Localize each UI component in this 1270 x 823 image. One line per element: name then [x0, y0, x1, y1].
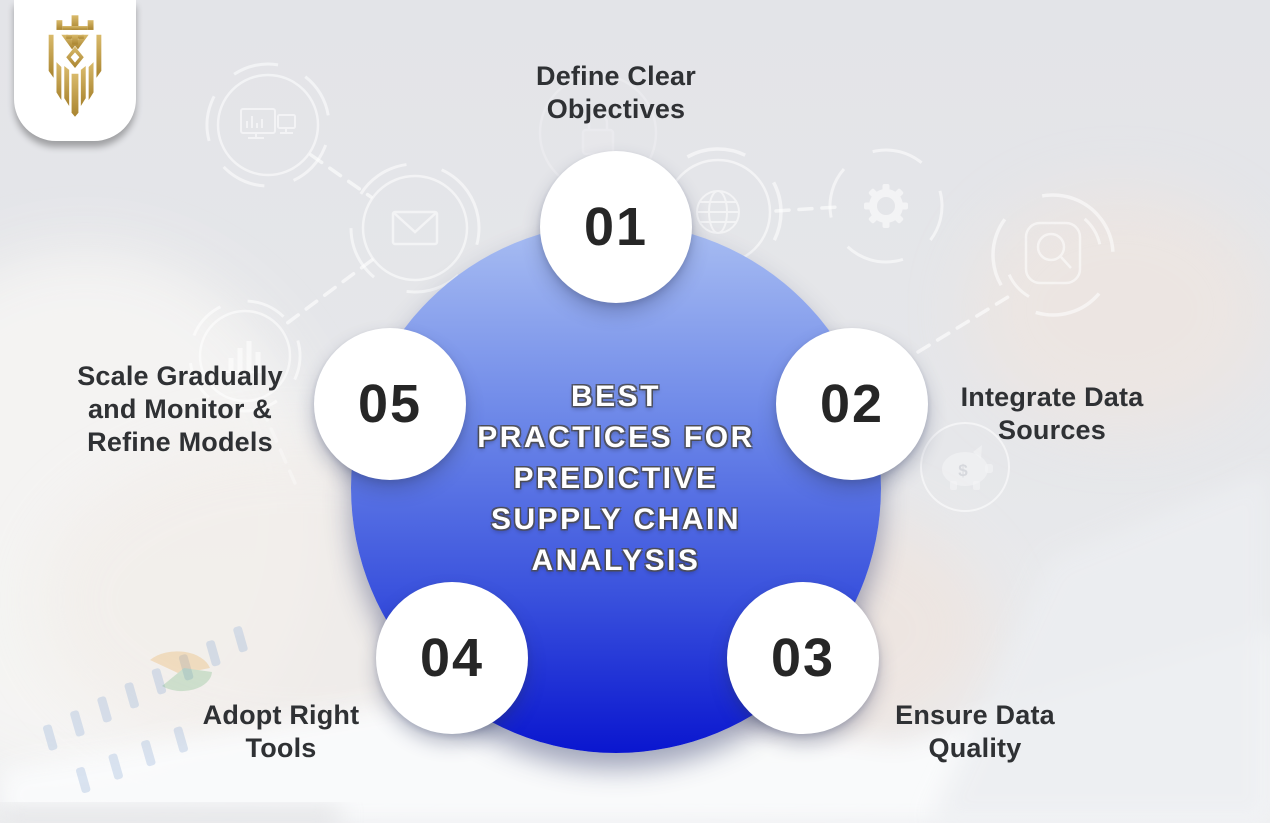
step-number-02: 02	[819, 374, 885, 434]
step-number-04: 04	[419, 628, 485, 688]
step-label-define-clear-objectives: Define Clear Objectives	[536, 61, 696, 124]
step-number-05: 05	[357, 374, 423, 434]
envelope-icon	[349, 162, 481, 294]
step-circle-02: 02	[776, 328, 928, 480]
paper-chart-marks	[42, 626, 248, 794]
piggy-dollar-glyph: $	[958, 461, 968, 480]
step-circle-01: 01	[540, 151, 692, 303]
center-title: BEST PRACTICES FOR PREDICTIVE SUPPLY CHA…	[477, 379, 755, 577]
step-circle-05: 05	[314, 328, 466, 480]
analytics-dashboard-icon	[205, 62, 331, 188]
dashed-connector-lines	[260, 153, 1010, 492]
step-label-scale-gradually: Scale Gradually and Monitor & Refine Mod…	[77, 361, 283, 457]
step-circle-04: 04	[376, 582, 528, 734]
step-number-03: 03	[770, 628, 836, 688]
step-label-adopt-right-tools: Adopt Right Tools	[202, 700, 360, 763]
step-number-01: 01	[583, 197, 649, 257]
step-label-integrate-data-sources: Integrate Data Sources	[960, 382, 1144, 445]
magnifier-icon	[991, 193, 1115, 317]
gear-icon	[828, 148, 944, 264]
bar-chart-icon	[188, 299, 302, 413]
padlock-icon	[538, 73, 658, 193]
step-label-ensure-data-quality: Ensure Data Quality	[895, 700, 1055, 763]
brand-logo-card	[14, 0, 136, 141]
step-circle-03: 03	[727, 582, 879, 734]
brand-logo-emblem	[48, 15, 102, 117]
piggy-bank-icon: $	[920, 422, 1010, 512]
